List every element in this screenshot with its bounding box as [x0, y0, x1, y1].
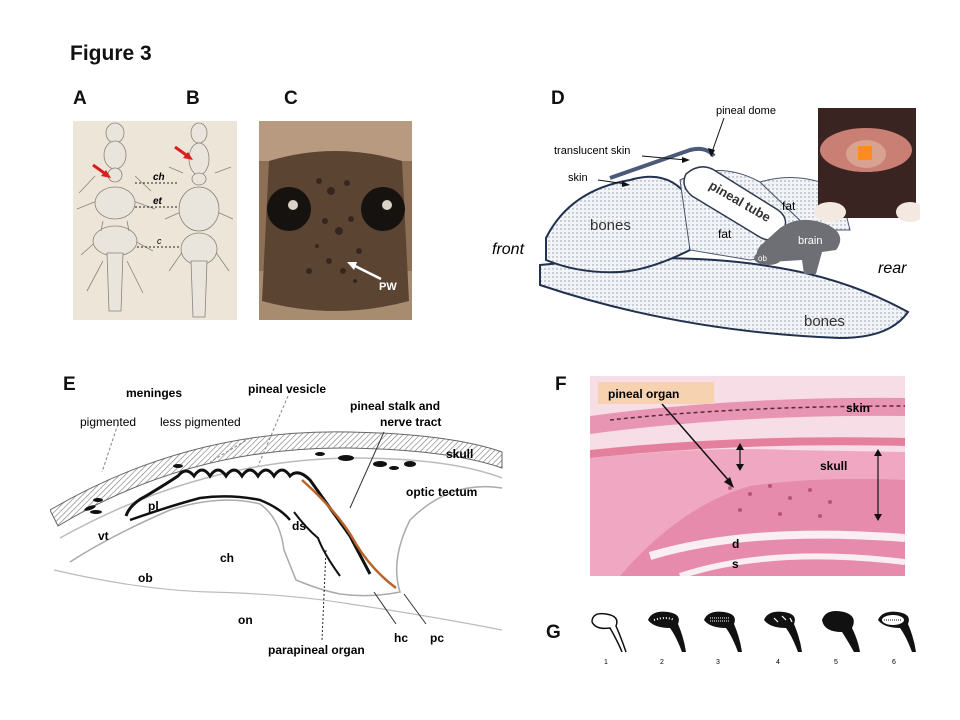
- red-arrow-b-icon: [174, 145, 193, 160]
- label-skin-d: skin: [568, 172, 588, 184]
- label-pw: PW: [379, 281, 397, 293]
- head-section-svg: pineal dome translucent skin skin bones …: [492, 105, 924, 340]
- panel-label-e: E: [63, 374, 76, 395]
- pineal-type-5-icon: [822, 611, 860, 652]
- pineal-type-4-icon: [764, 611, 802, 652]
- pineal-section-svg: meninges pigmented less pigmented pineal…: [49, 382, 503, 657]
- label-pc: pc: [430, 631, 444, 645]
- label-translucent-skin: translucent skin: [554, 145, 630, 157]
- label-g-1: 1: [604, 659, 608, 666]
- pineal-types-svg: 1 2 3 4 5 6: [591, 611, 916, 666]
- dotted-connectors: [135, 182, 181, 248]
- panel-label-g: G: [546, 622, 561, 643]
- panel-d-schematic: pineal dome translucent skin skin bones …: [480, 100, 924, 342]
- panel-g-shapes: 1 2 3 4 5 6: [588, 606, 918, 678]
- label-pineal-organ: pineal organ: [608, 387, 679, 401]
- label-hc: hc: [394, 631, 408, 645]
- panel-ab-drawing: ch et c: [73, 121, 237, 320]
- figure-title: Figure 3: [70, 42, 152, 65]
- label-pineal-dome: pineal dome: [716, 105, 776, 117]
- panel-f-histology: pineal organ skin skull d s: [590, 376, 905, 576]
- label-g-5: 5: [834, 659, 838, 666]
- label-c: c: [157, 236, 162, 246]
- label-pineal-vesicle: pineal vesicle: [248, 382, 326, 396]
- pineal-type-6-icon: [878, 611, 916, 652]
- label-optic-tectum: optic tectum: [406, 485, 477, 499]
- label-ob-e: ob: [138, 571, 153, 585]
- label-rear: rear: [878, 260, 907, 277]
- brain-drawings-svg: ch et c: [76, 122, 234, 318]
- label-on-d: on: [784, 260, 793, 269]
- label-skull-f: skull: [820, 459, 847, 473]
- label-bones-bottom: bones: [804, 313, 845, 330]
- label-on-e: on: [238, 613, 253, 627]
- label-less-pigmented: less pigmented: [160, 415, 241, 429]
- label-pineal-stalk-2: nerve tract: [380, 415, 441, 429]
- label-s: s: [732, 557, 739, 571]
- label-g-2: 2: [660, 659, 664, 666]
- pineal-type-2-icon: [648, 611, 686, 652]
- label-meninges: meninges: [126, 386, 182, 400]
- label-front: front: [492, 241, 525, 258]
- label-ds: ds: [292, 519, 306, 533]
- label-pigmented: pigmented: [80, 415, 136, 429]
- brain-a-drawing: [76, 122, 156, 312]
- label-vt: vt: [98, 529, 109, 543]
- panel-c-photo: PW: [259, 121, 412, 320]
- panel-e-schematic: meninges pigmented less pigmented pineal…: [49, 380, 510, 662]
- label-brain: brain: [798, 235, 822, 247]
- label-g-3: 3: [716, 659, 720, 666]
- label-skin-f: skin: [846, 401, 870, 415]
- label-skull-e: skull: [446, 447, 473, 461]
- red-arrow-a-icon: [92, 163, 111, 178]
- panel-label-f: F: [555, 374, 567, 395]
- label-pineal-stalk-1: pineal stalk and: [350, 399, 440, 413]
- histology-svg: pineal organ skin skull d s: [590, 376, 905, 576]
- label-g-4: 4: [776, 659, 780, 666]
- label-ch: ch: [153, 172, 165, 183]
- pineal-dome-photo: [814, 108, 924, 222]
- label-g-6: 6: [892, 659, 896, 666]
- panel-label-b: B: [186, 88, 200, 109]
- panel-label-a: A: [73, 88, 87, 109]
- pineal-type-3-icon: [704, 611, 742, 652]
- panel-label-d: D: [551, 88, 565, 109]
- label-fat-left: fat: [718, 227, 732, 241]
- label-fat-right: fat: [782, 199, 796, 213]
- label-pl: pl: [148, 499, 159, 513]
- fish-head-photo-svg: PW: [259, 121, 412, 320]
- label-d: d: [732, 537, 739, 551]
- brain-b-drawing: [164, 122, 234, 318]
- label-parapineal: parapineal organ: [268, 643, 365, 657]
- label-bones-top: bones: [590, 217, 631, 234]
- label-ch-e: ch: [220, 551, 234, 565]
- panel-label-c: C: [284, 88, 298, 109]
- pineal-type-1-icon: [591, 612, 627, 653]
- label-ob-d: ob: [758, 254, 767, 263]
- label-et: et: [153, 196, 163, 207]
